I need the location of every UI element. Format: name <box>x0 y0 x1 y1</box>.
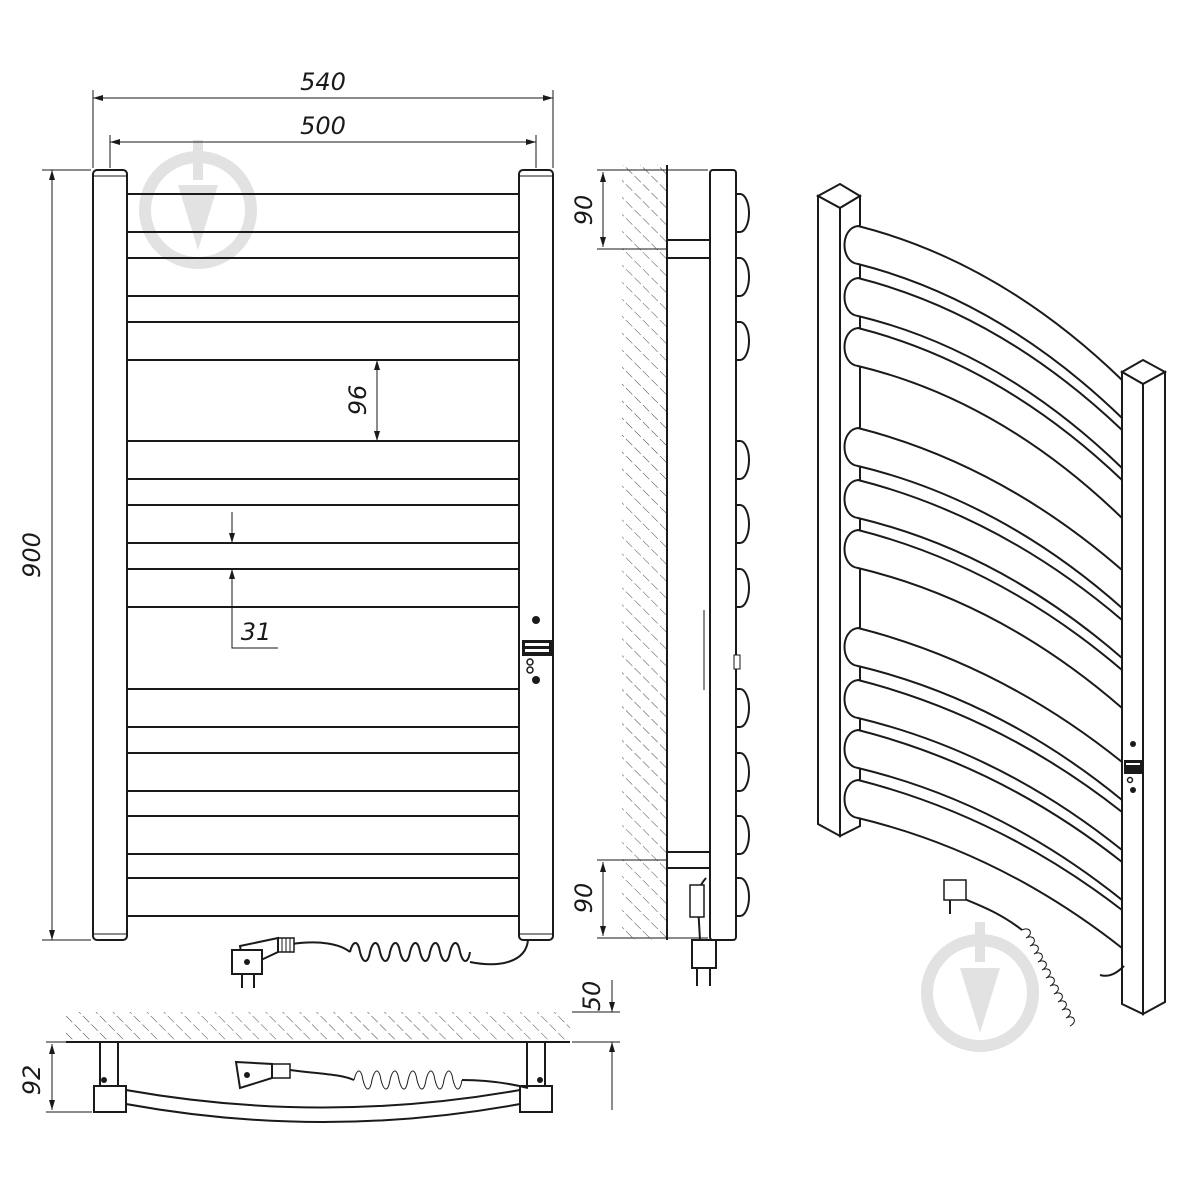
watermark-logo-icon <box>139 140 257 269</box>
dimension-bar-thickness: 31 <box>241 618 272 646</box>
plug-icon <box>689 877 717 986</box>
dimension-height: 900 <box>18 532 46 578</box>
dimension-depth: 92 <box>18 1065 46 1096</box>
front-view: 540 500 900 96 31 <box>18 68 554 988</box>
plug-icon <box>234 1060 291 1090</box>
plug-icon <box>231 936 295 988</box>
dimension-overall-width: 540 <box>300 68 346 96</box>
dimension-wall-distance: 50 <box>578 981 606 1012</box>
dimension-bar-gap: 96 <box>344 385 372 416</box>
isometric-view <box>815 182 1168 1027</box>
watermark-logo-icon <box>921 922 1039 1052</box>
dimension-axis-width: 500 <box>300 112 346 140</box>
top-view: 50 92 <box>18 980 620 1123</box>
control-panel-icon <box>1124 741 1142 793</box>
plug-icon <box>943 879 1023 931</box>
dimension-wall-offset-bottom: 90 <box>570 883 598 914</box>
dimension-wall-offset-top: 90 <box>570 195 598 226</box>
coiled-cable <box>291 941 471 962</box>
side-view: 90 90 <box>570 165 750 986</box>
control-panel-icon <box>522 616 552 684</box>
